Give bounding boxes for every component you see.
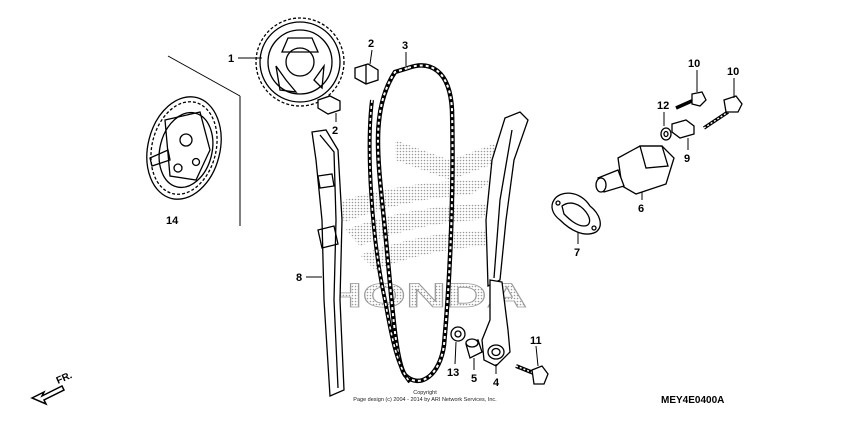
part-3-cam-chain[interactable] bbox=[367, 52, 455, 384]
part-7-gasket[interactable] bbox=[551, 192, 601, 244]
callout-10-left[interactable]: 10 bbox=[688, 58, 700, 70]
front-direction-indicator: FR. bbox=[30, 370, 74, 406]
callout-3[interactable]: 3 bbox=[402, 40, 408, 52]
callout-labels: 1 2 2 3 4 5 6 7 8 9 10 10 11 12 13 14 bbox=[166, 38, 739, 389]
part-8-chain-guide[interactable] bbox=[306, 129, 345, 397]
callout-1[interactable]: 1 bbox=[228, 53, 234, 65]
copyright-line-1: Copyright bbox=[413, 390, 437, 396]
part-10-bolt-right[interactable] bbox=[703, 78, 743, 130]
part-12-washer[interactable] bbox=[660, 112, 672, 141]
callout-2-lower[interactable]: 2 bbox=[332, 125, 338, 137]
part-14-cam-sprocket[interactable] bbox=[136, 55, 241, 226]
callout-5[interactable]: 5 bbox=[471, 373, 477, 385]
part-9-sealing-bolt[interactable] bbox=[671, 119, 695, 150]
part-4-tensioner-arm[interactable] bbox=[481, 111, 529, 374]
part-2-bolt-lower[interactable] bbox=[317, 95, 341, 122]
part-1-cam-sprocket[interactable] bbox=[255, 17, 345, 107]
part-2-bolt-upper[interactable] bbox=[354, 49, 379, 85]
diagram-code: MEY4E0400A bbox=[661, 395, 724, 406]
callout-2-upper[interactable]: 2 bbox=[368, 38, 374, 50]
copyright-line-2: Page design (c) 2004 - 2014 by ARI Netwo… bbox=[353, 397, 497, 403]
callout-7[interactable]: 7 bbox=[574, 247, 580, 259]
callout-12[interactable]: 12 bbox=[657, 100, 669, 112]
callout-6[interactable]: 6 bbox=[638, 203, 644, 215]
part-6-tensioner-lifter[interactable] bbox=[595, 145, 675, 200]
callout-10-right[interactable]: 10 bbox=[727, 66, 739, 78]
part-11-bolt[interactable] bbox=[515, 345, 549, 385]
copyright-notice: Copyright Page design (c) 2004 - 2014 by… bbox=[353, 390, 497, 403]
callout-13[interactable]: 13 bbox=[447, 367, 459, 379]
callout-11[interactable]: 11 bbox=[530, 335, 542, 347]
part-13-washer[interactable] bbox=[450, 326, 466, 365]
callout-14[interactable]: 14 bbox=[166, 215, 179, 227]
front-direction-label: FR. bbox=[55, 370, 74, 387]
part-10-bolt-left[interactable] bbox=[675, 70, 707, 110]
callout-8[interactable]: 8 bbox=[296, 272, 302, 284]
callout-9[interactable]: 9 bbox=[684, 153, 690, 165]
callout-4[interactable]: 4 bbox=[493, 377, 500, 389]
part-5-collar[interactable] bbox=[465, 338, 483, 370]
